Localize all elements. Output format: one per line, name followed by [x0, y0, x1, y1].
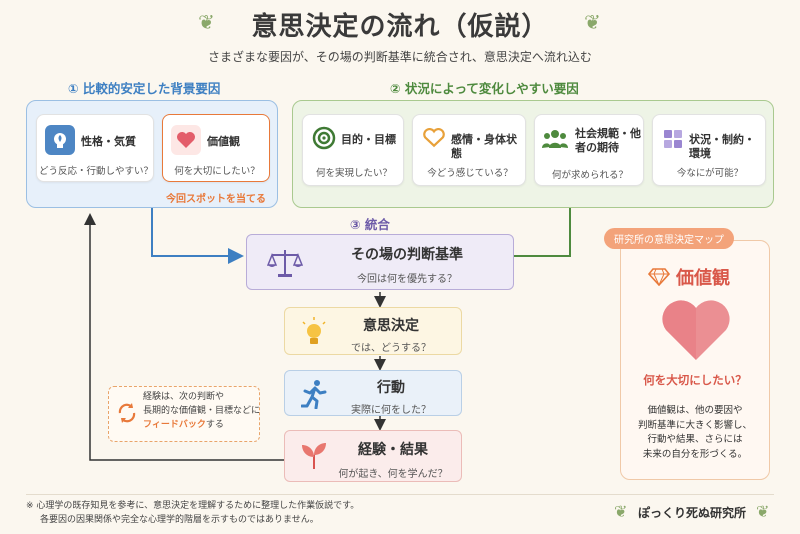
card-situation-sub: 今なにが可能？ — [676, 168, 744, 179]
page-title: 意思決定の流れ（仮説） — [251, 12, 549, 42]
sidebar-desc-line3: 行動や結果、さらには — [647, 434, 743, 446]
heart-outline-icon — [421, 125, 447, 151]
leaf-right-icon: ❦ — [584, 10, 601, 34]
card-values: 価値観 何を大切にしたい？ — [162, 114, 270, 182]
card-personality-title: 性格・気質 — [81, 135, 136, 148]
card-emotion-title: 感情・身体状態 — [451, 133, 517, 160]
feedback-highlight: フィードバック — [143, 420, 206, 430]
flow-experience-title: 経験・結果 — [358, 442, 428, 458]
sidebar-desc-line2: 判断基準に大きく影響し、 — [637, 419, 752, 431]
diamond-icon — [647, 268, 671, 290]
sidebar-card — [620, 240, 770, 480]
cycle-icon — [115, 401, 139, 425]
leaf-left-icon: ❦ — [198, 10, 215, 34]
card-goal-sub: 何を実現したい？ — [315, 168, 392, 179]
footer-note2: 各要因の因果関係や完全な心理学的階層を示すものではありません。 — [40, 515, 319, 525]
target-icon — [311, 125, 337, 151]
big-heart-icon — [660, 298, 732, 366]
flow-decision-sub: では、どうする？ — [351, 343, 431, 354]
sidebar-badge: 研究所の意思決定マップ — [604, 228, 734, 249]
feedback-tail: する — [205, 420, 224, 430]
sidebar-desc-line1: 価値観は、他の要因や — [647, 405, 743, 416]
card-social: 社会規範・他者の期待 何が求められる？ — [534, 114, 644, 186]
footer-leaf-left-icon: ❦ — [614, 502, 628, 521]
feedback-line3: フィードバックする — [143, 419, 224, 433]
feedback-line2: 長期的な価値観・目標などに — [143, 406, 261, 416]
section2-label: ② 状況によって変化しやすい要因 — [390, 81, 579, 96]
flow-action: 行動 実際に何をした？ — [284, 370, 462, 416]
grid-icon — [661, 127, 685, 151]
flow-decision: 意思決定 では、どうする？ — [284, 307, 462, 355]
sidebar-title: 価値観 — [676, 268, 730, 289]
card-goal-title: 目的・目標 — [341, 133, 396, 146]
sidebar-question: 何を大切にしたい？ — [643, 373, 747, 387]
page-subtitle: さまざまな要因が、その場の判断基準に統合され、意思決定へ流れ込む — [208, 50, 592, 64]
footer-note1: ※ 心理学の既存知見を参考に、意思決定を理解するために整理した作業仮説です。 — [26, 501, 360, 511]
card-emotion: 感情・身体状態 今どう感じている？ — [412, 114, 526, 186]
arrow-background-to-judgment — [151, 208, 244, 264]
section1-label: ① 比較的安定した背景要因 — [68, 81, 221, 96]
flow-decision-title: 意思決定 — [363, 318, 419, 334]
card-social-sub: 何が求められる？ — [551, 170, 628, 181]
card-personality: 性格・気質 どう反応・行動しやすい？ — [36, 114, 154, 182]
spot-label: 今回スポットを当てる — [166, 194, 266, 205]
sidebar-desc-line4: 未来の自分を形づくる。 — [642, 449, 748, 461]
heart-icon — [171, 125, 201, 155]
card-values-sub: 何を大切にしたい？ — [174, 166, 260, 177]
head-leaf-icon — [45, 125, 75, 155]
sprout-icon — [299, 439, 329, 473]
people-icon — [541, 127, 569, 151]
flow-experience: 経験・結果 何が起き、何を学んだ？ — [284, 430, 462, 482]
flow-action-title: 行動 — [377, 380, 405, 396]
flow-judgment: その場の判断基準 今回は何を優先する？ — [246, 234, 514, 290]
sidebar-desc: 価値観は、他の要因や 判断基準に大きく影響し、 行動や結果、さらには 未来の自分… — [620, 404, 770, 463]
card-emotion-sub: 今どう感じている？ — [427, 168, 513, 179]
flow-judgment-sub: 今回は何を優先する？ — [357, 274, 457, 285]
bulb-icon — [299, 316, 329, 348]
footer-leaf-right-icon: ❦ — [756, 502, 770, 521]
feedback-line1: 経験は、次の判断や — [143, 392, 225, 402]
section3-label: ③ 統合 — [350, 217, 390, 232]
runner-icon — [299, 377, 329, 411]
scale-icon — [265, 245, 305, 281]
feedback-box: 経験は、次の判断や 長期的な価値観・目標などに フィードバックする — [108, 386, 260, 442]
arrow-feedback-loop — [84, 213, 285, 461]
flow-experience-sub: 何が起き、何を学んだ？ — [338, 469, 448, 480]
footer-divider — [26, 494, 774, 495]
arrow-situation-to-judgment — [486, 208, 571, 264]
card-situation: 状況・制約・環境 今なにが可能？ — [652, 114, 766, 186]
card-goal: 目的・目標 何を実現したい？ — [302, 114, 404, 186]
card-personality-sub: どう反応・行動しやすい？ — [39, 166, 153, 177]
card-values-title: 価値観 — [207, 135, 240, 148]
footer-brand: ぽっくり死ぬ研究所 — [638, 506, 747, 520]
card-social-title: 社会規範・他者の期待 — [575, 127, 641, 154]
card-situation-title: 状況・制約・環境 — [689, 133, 755, 160]
flow-judgment-title: その場の判断基準 — [351, 247, 463, 263]
flow-action-sub: 実際に何をした？ — [351, 405, 431, 416]
